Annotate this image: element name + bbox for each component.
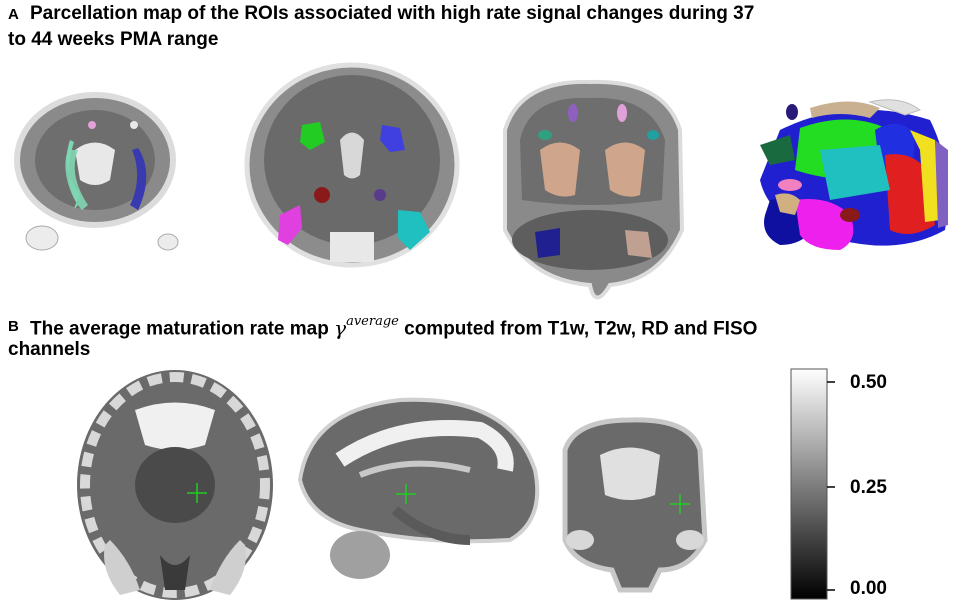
coronal-slice-3 — [503, 79, 685, 300]
panel-a-images — [14, 62, 948, 300]
panel-b-title-part2: computed from T1w, T2w, RD and FISO — [404, 318, 758, 340]
panel-b-title-part1: The average maturation rate map — [30, 318, 329, 340]
panel-b-title-line2: channels — [8, 339, 91, 360]
panel-b-letter: B — [8, 318, 19, 335]
roi-blob — [88, 121, 96, 129]
panel-b-title-line1: The average maturation rate map γaverage… — [30, 312, 757, 342]
crosshair-axial — [187, 483, 207, 503]
colorbar-min-label: 0.00 — [850, 578, 887, 599]
colorbar-mid-label: 0.25 — [850, 477, 887, 498]
panel-a-title-line2: to 44 weeks PMA range — [8, 29, 219, 50]
crosshair-coronal — [670, 494, 690, 514]
colorbar-gradient — [790, 368, 828, 600]
coronal-slice-b — [562, 417, 708, 593]
panel-a-letter: A — [8, 6, 19, 23]
sagittal-slice — [297, 397, 540, 579]
gamma-symbol: γaverage — [334, 314, 399, 340]
coronal-slice-1 — [14, 92, 179, 251]
colorbar-max-label: 0.50 — [850, 372, 887, 393]
roi-blob — [130, 148, 147, 210]
coronal-slice-2 — [244, 62, 460, 268]
axial-slice — [77, 370, 273, 600]
panel-a-title-line1: Parcellation map of the ROIs associated … — [30, 3, 755, 24]
roi-3d-rendering — [760, 99, 948, 250]
roi-blob — [65, 150, 88, 210]
crosshair-sagittal — [396, 484, 416, 504]
